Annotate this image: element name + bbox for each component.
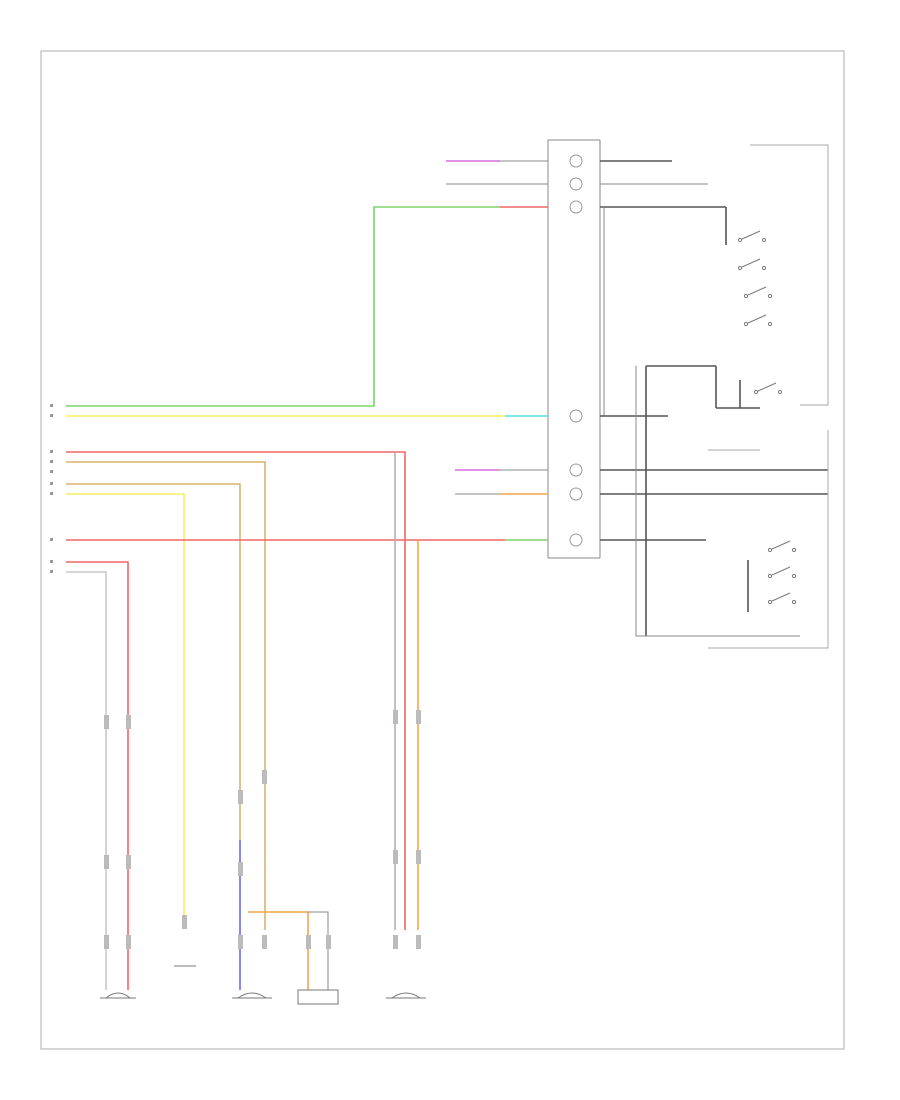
diagram-frame xyxy=(40,50,845,1050)
connector-block xyxy=(547,139,601,559)
terminal xyxy=(569,409,583,423)
terminal xyxy=(569,463,583,477)
wire-orange xyxy=(66,461,266,930)
switch-contact xyxy=(767,566,797,579)
terminal xyxy=(569,200,583,214)
switch-contact xyxy=(743,314,773,327)
left-wire-ends xyxy=(50,404,53,573)
switch-wires xyxy=(600,160,828,637)
wire-gray xyxy=(66,571,107,990)
switch-contact xyxy=(767,592,797,605)
wire-red xyxy=(66,561,129,990)
connector-lead-wires xyxy=(446,160,548,541)
switch-contact xyxy=(737,258,767,271)
switch-contact xyxy=(753,382,783,395)
connector-terminals xyxy=(569,154,583,547)
speaker-1 xyxy=(100,992,136,999)
switch-contact xyxy=(737,230,767,243)
switch-box-bottom xyxy=(708,430,829,649)
speaker-5 xyxy=(386,992,426,999)
wire-orange xyxy=(248,911,309,990)
terminal xyxy=(569,533,583,547)
speaker-3 xyxy=(232,992,272,999)
wire-red xyxy=(66,451,406,930)
terminal xyxy=(569,177,583,191)
switch-box-top xyxy=(750,144,829,406)
terminal xyxy=(569,154,583,168)
switch-contact xyxy=(767,540,797,553)
wire-green xyxy=(66,206,500,407)
inline-connectors xyxy=(104,710,421,949)
switch-contact xyxy=(743,286,773,299)
harness-wires xyxy=(66,206,505,990)
switch-contacts-top xyxy=(737,230,783,395)
speaker-4 xyxy=(297,989,339,1005)
terminal xyxy=(569,487,583,501)
wire-yellow xyxy=(66,493,185,925)
wire-tan xyxy=(66,483,241,840)
